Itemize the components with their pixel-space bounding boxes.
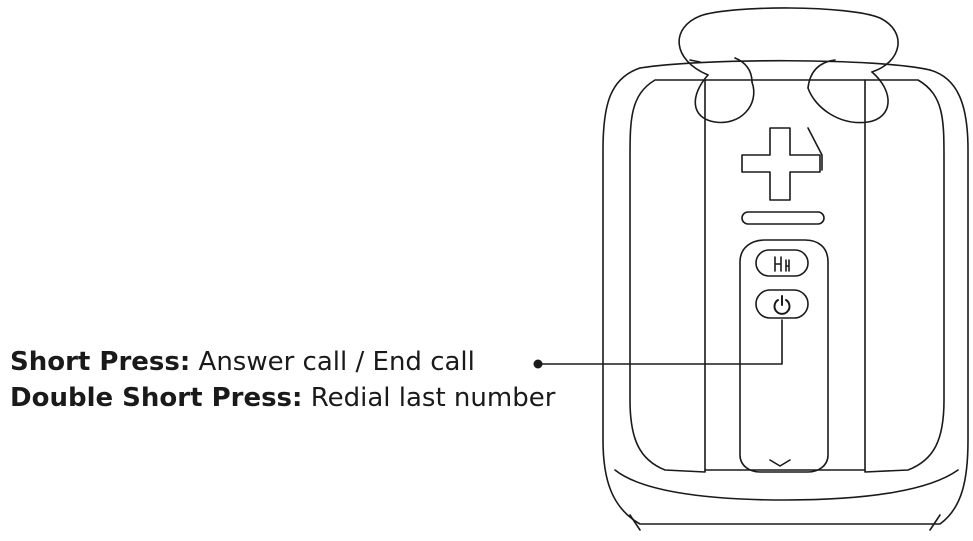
instruction-text: Answer call / End call (190, 347, 475, 377)
minus-icon (741, 211, 825, 225)
handle-inner-right (807, 71, 889, 124)
mode-button (755, 249, 809, 277)
instruction-double-short-press: Double Short Press: Redial last number (10, 380, 555, 416)
base (614, 469, 959, 501)
power-icon (773, 295, 791, 315)
instruction-text: Redial last number (302, 383, 556, 413)
instruction-label: Short Press: (10, 347, 191, 377)
handle (678, 7, 899, 76)
instruction-short-press: Short Press: Answer call / End call (10, 344, 555, 380)
plus-icon (741, 127, 821, 201)
left-panel (629, 79, 706, 473)
right-panel (864, 79, 945, 473)
handle-inner-left (694, 74, 755, 124)
power-button (755, 289, 809, 319)
body-outline (602, 67, 969, 525)
instruction-label: Double Short Press: (10, 383, 303, 413)
button-panel (739, 239, 829, 473)
mode-icon (774, 256, 790, 272)
leader-line (537, 319, 783, 365)
body-top (639, 59, 931, 71)
leader-dot (533, 359, 543, 369)
center-strip (704, 79, 866, 471)
instructions: Short Press: Answer call / End call Doub… (10, 344, 555, 416)
